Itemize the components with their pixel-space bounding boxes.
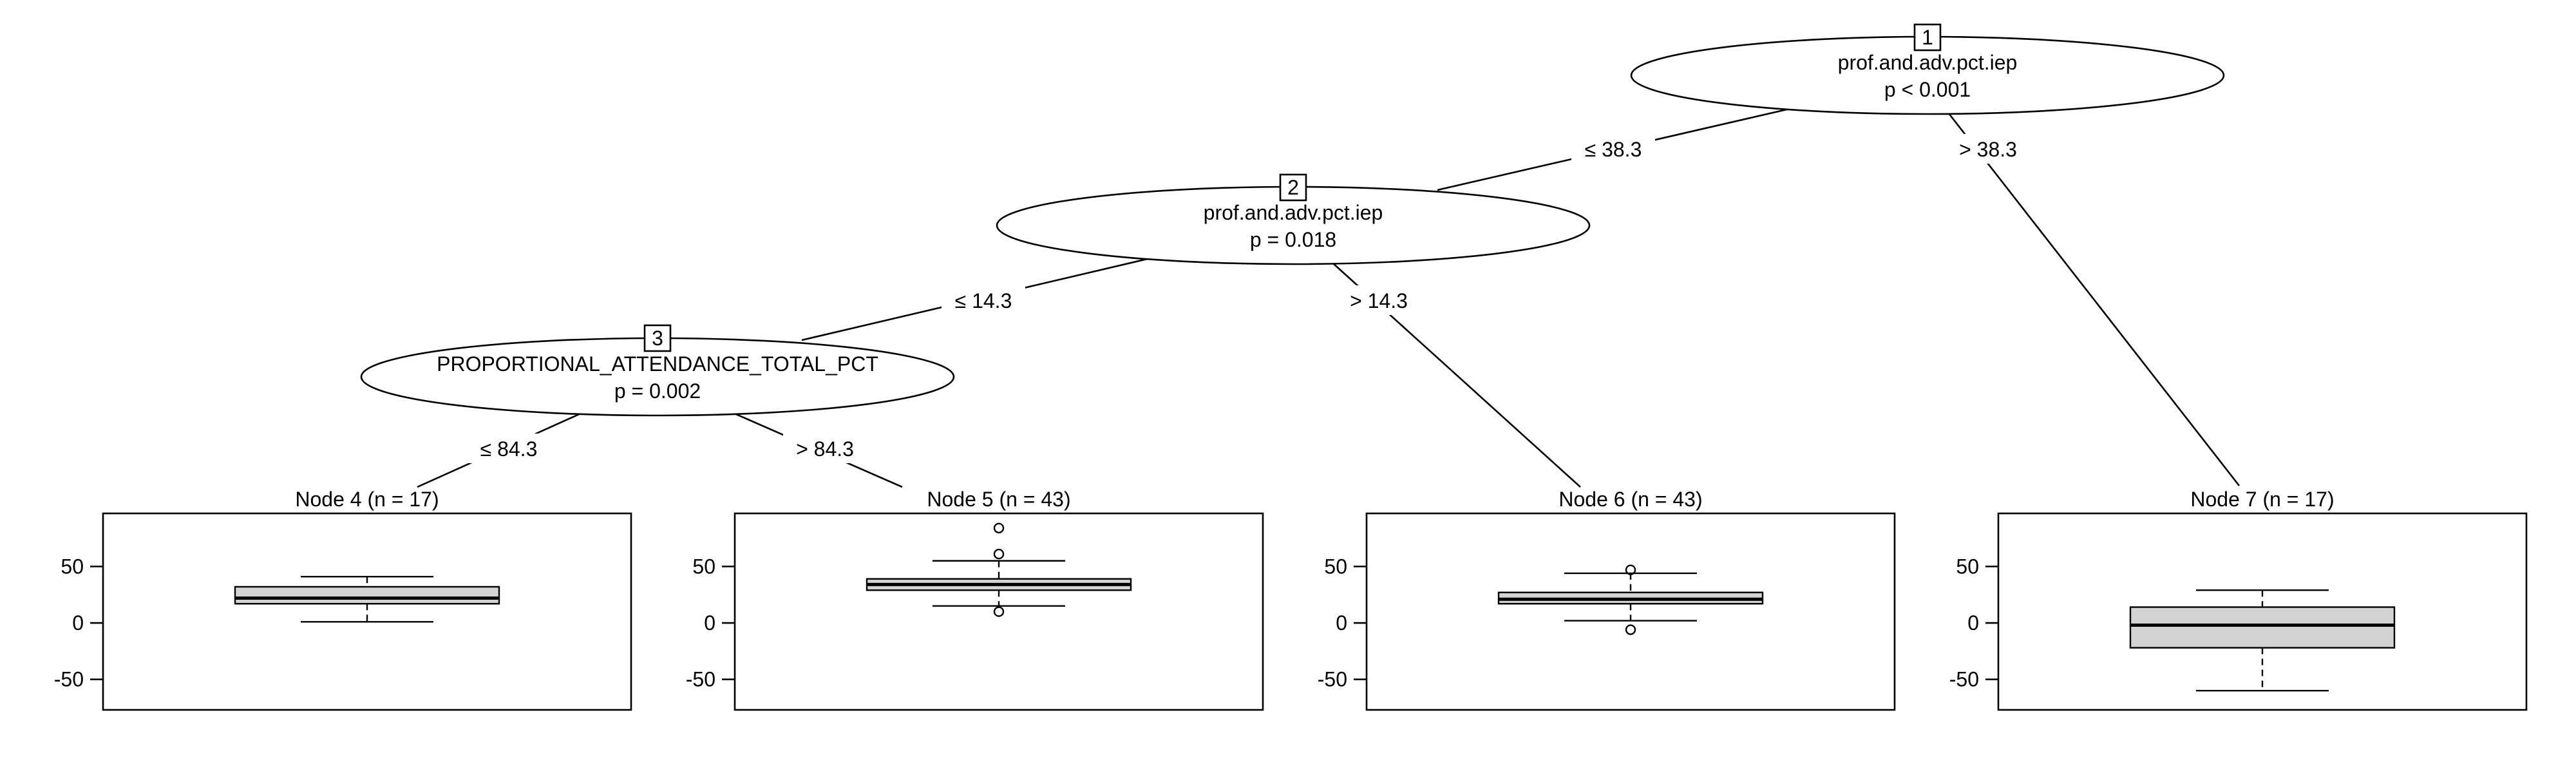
boxplot xyxy=(866,522,1132,617)
edge-label-3-4: ≤ 84.3 xyxy=(480,437,538,461)
terminal-node-7: Node 7 (n = 17) 50 0 -50 xyxy=(1949,488,2528,711)
outlier-point xyxy=(993,548,1005,560)
outlier-point xyxy=(993,522,1005,533)
boxplot xyxy=(1497,564,1764,635)
outlier-point xyxy=(1625,564,1636,575)
interquartile-box xyxy=(2129,606,2396,649)
axis-tick-label: 0 xyxy=(704,611,715,635)
node-id-box xyxy=(1279,173,1307,202)
y-axis: 50 0 -50 xyxy=(1949,555,1998,691)
edge-label-2-3: ≤ 14.3 xyxy=(955,289,1012,312)
axis-tick-label: 0 xyxy=(1336,611,1347,635)
axis-tick-label: -50 xyxy=(686,668,715,691)
terminal-node-title: Node 6 (n = 43) xyxy=(1558,488,1702,511)
node-p-value: p < 0.001 xyxy=(1884,78,1971,101)
interquartile-box xyxy=(234,586,500,605)
edge-label-3-5: > 84.3 xyxy=(796,437,854,461)
y-axis: 50 0 -50 xyxy=(1318,555,1367,691)
terminal-node-title: Node 7 (n = 17) xyxy=(2190,488,2334,511)
inner-node-1: 1 prof.and.adv.pct.iep p < 0.001 xyxy=(1630,23,2225,115)
edge-label-2-6: > 14.3 xyxy=(1350,289,1408,312)
edge-label-1-7: > 38.3 xyxy=(1959,138,2017,161)
node-split-variable: PROPORTIONAL_ATTENDANCE_TOTAL_PCT xyxy=(437,352,878,376)
boxplot xyxy=(2129,589,2396,692)
node-id-label: 2 xyxy=(1287,176,1299,199)
terminal-node-5: Node 5 (n = 43) 50 0 -50 xyxy=(686,488,1264,711)
y-axis: 50 0 -50 xyxy=(54,555,103,691)
edge-1-7 xyxy=(1947,113,2240,486)
node-id-label: 1 xyxy=(1922,26,1933,49)
node-p-value: p = 0.018 xyxy=(1250,228,1336,251)
axis-tick-label: 0 xyxy=(72,611,84,635)
boxplot-panel xyxy=(734,512,1264,711)
boxplot-panel xyxy=(102,512,632,711)
node-id-label: 3 xyxy=(652,327,663,350)
axis-tick-label: -50 xyxy=(54,668,84,691)
axis-tick-label: 0 xyxy=(1967,611,1979,635)
axis-tick-label: 50 xyxy=(61,555,84,578)
outlier-point xyxy=(993,606,1005,617)
node-id-box xyxy=(643,324,672,352)
terminal-node-title: Node 4 (n = 17) xyxy=(295,488,439,511)
edge-labels: ≤ 38.3 > 38.3 ≤ 14.3 > 14.3 ≤ 84.3 > 84.… xyxy=(467,134,2030,463)
inner-node-2: 2 prof.and.adv.pct.iep p = 0.018 xyxy=(996,173,1591,265)
node-id-box xyxy=(1913,23,1942,52)
node-split-variable: prof.and.adv.pct.iep xyxy=(1838,51,2018,74)
axis-tick-label: -50 xyxy=(1318,668,1347,691)
node-p-value: p = 0.002 xyxy=(614,379,701,403)
axis-tick-label: 50 xyxy=(1324,555,1347,578)
outlier-point xyxy=(1625,624,1636,635)
y-axis: 50 0 -50 xyxy=(686,555,735,691)
boxplot xyxy=(234,575,500,623)
boxplot-panel xyxy=(1365,512,1896,711)
terminal-node-6: Node 6 (n = 43) 50 0 -50 xyxy=(1318,488,1896,711)
edge-label-1-2: ≤ 38.3 xyxy=(1585,138,1642,161)
terminal-node-4: Node 4 (n = 17) 50 0 -50 xyxy=(54,488,632,711)
node-split-variable: prof.and.adv.pct.iep xyxy=(1204,201,1383,224)
axis-tick-label: -50 xyxy=(1949,668,1979,691)
tree-edges xyxy=(417,107,2240,488)
axis-tick-label: 50 xyxy=(1956,555,1979,578)
axis-tick-label: 50 xyxy=(692,555,715,578)
inner-node-3: 3 PROPORTIONAL_ATTENDANCE_TOTAL_PCT p = … xyxy=(360,324,955,417)
terminal-node-title: Node 5 (n = 43) xyxy=(927,488,1070,511)
